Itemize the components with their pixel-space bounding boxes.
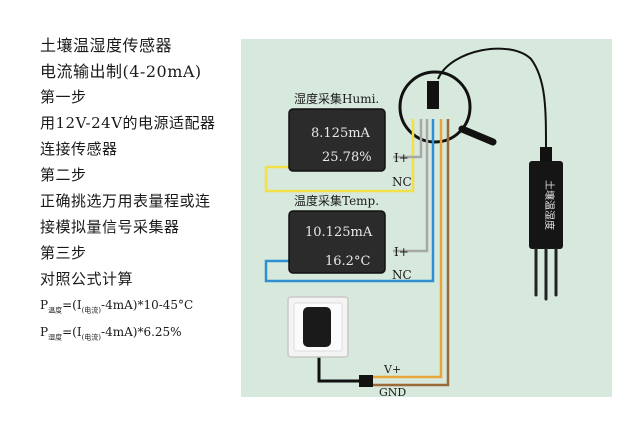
- humi-meter-label: 湿度采集Humi.: [294, 91, 379, 106]
- gnd-label: GND: [379, 386, 406, 397]
- gray-wire-temp: [393, 119, 429, 253]
- temp-meter-label: 温度采集Temp.: [294, 193, 379, 208]
- orange-wire-vplus: [371, 119, 443, 379]
- soil-sensor-body: [529, 161, 563, 249]
- wiring-diagram-svg: 湿度采集Humi. 8.125mA 25.78% I+ NC 温度采集Temp.…: [264, 47, 563, 399]
- temp-meter-current: 10.125mA: [305, 225, 373, 240]
- temp-nc-label: NC: [392, 268, 412, 282]
- cable-plug: [427, 81, 439, 109]
- step2-text-2: 接模拟量信号采集器: [40, 218, 180, 236]
- step3-text: 对照公式计算: [40, 270, 134, 288]
- vplus-label: V+: [383, 363, 401, 376]
- humi-meter-value: 25.78%: [322, 150, 372, 165]
- adapter-cable: [317, 351, 371, 383]
- magnifier-ring-icon: [398, 70, 472, 144]
- temp-i-plus-label: I+: [394, 245, 409, 259]
- humi-i-plus-label: I+: [394, 151, 409, 165]
- soil-sensor-label: 土壤温湿度: [543, 180, 556, 230]
- temp-meter: [288, 210, 386, 274]
- power-adapter-icon: [303, 307, 331, 347]
- humi-meter-current: 8.125mA: [311, 126, 371, 141]
- output-type: 电流输出制(4-20mA): [40, 62, 202, 81]
- step1-text: 用12V-24V的电源适配器: [40, 114, 216, 132]
- gray-wire-humi: [393, 119, 423, 159]
- step1-text-2: 连接传感器: [40, 140, 118, 158]
- step2-heading: 第二步: [40, 166, 87, 184]
- wiring-diagram: 湿度采集Humi. 8.125mA 25.78% I+ NC 温度采集Temp.…: [241, 39, 612, 399]
- humi-meter: [288, 108, 386, 172]
- step1-heading: 第一步: [40, 88, 87, 106]
- sensor-cable: [437, 47, 547, 150]
- formula-humidity: P湿度=(I(电流)-4mA)*6.25%: [40, 325, 182, 342]
- blue-wire: [264, 119, 435, 283]
- temp-meter-value: 16.2°C: [325, 254, 370, 269]
- instructions-title: 土壤温湿度传感器: [40, 36, 173, 55]
- brown-wire-gnd: [371, 119, 450, 387]
- instructions-panel: 土壤温湿度传感器 电流输出制(4-20mA) 第一步 用12V-24V的电源适配…: [40, 38, 240, 353]
- humi-nc-label: NC: [392, 175, 412, 189]
- magnifier-handle-icon: [458, 125, 497, 146]
- step3-heading: 第三步: [40, 244, 87, 262]
- step2-text: 正确挑选万用表量程或连: [40, 192, 211, 210]
- sensor-cable-gland: [540, 147, 552, 161]
- adapter-connector: [359, 375, 373, 387]
- formula-temperature: P温度=(I(电流)-4mA)*10-45°C: [40, 298, 194, 315]
- yellow-wire: [264, 119, 415, 193]
